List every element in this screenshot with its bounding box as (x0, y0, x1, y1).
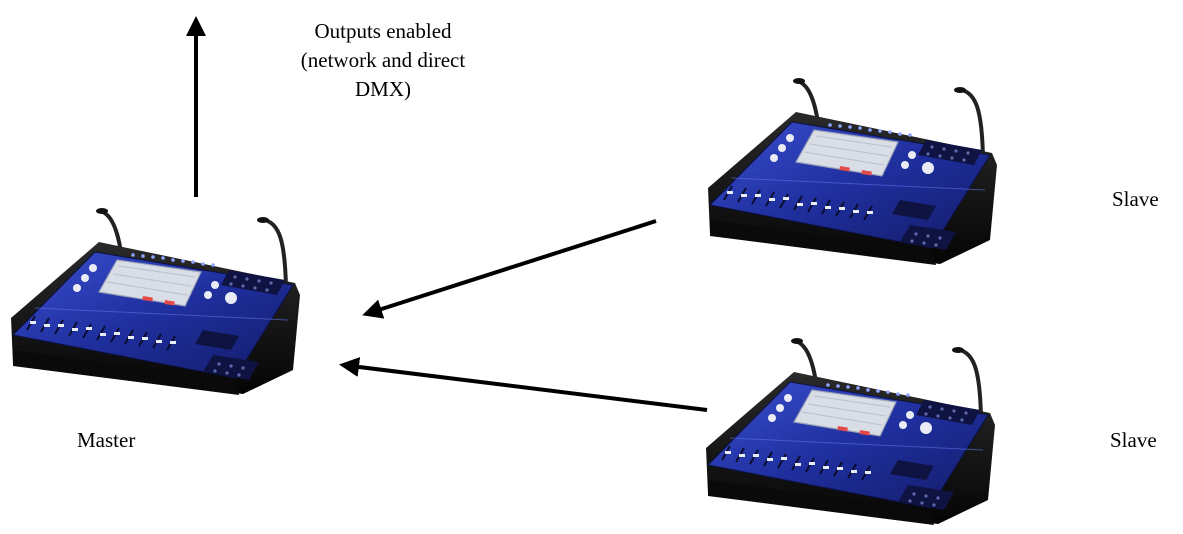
master-label: Master (77, 428, 136, 452)
slave-console-icon-top (706, 76, 999, 267)
slave-label-top: Slave (1112, 187, 1159, 211)
outputs-note-line1: Outputs enabled (314, 19, 452, 43)
outputs-note: Outputs enabled (network and direct DMX) (283, 17, 483, 104)
outputs-note-line3: DMX) (355, 77, 411, 101)
slave-label-bottom: Slave (1110, 428, 1157, 452)
slave-console-icon-bottom (704, 336, 997, 527)
slave-bottom-to-master-arrow (339, 357, 708, 412)
outputs-note-line2: (network and direct (300, 48, 466, 72)
master-console-icon (9, 206, 302, 397)
slave-top-to-master-arrow (362, 219, 657, 319)
